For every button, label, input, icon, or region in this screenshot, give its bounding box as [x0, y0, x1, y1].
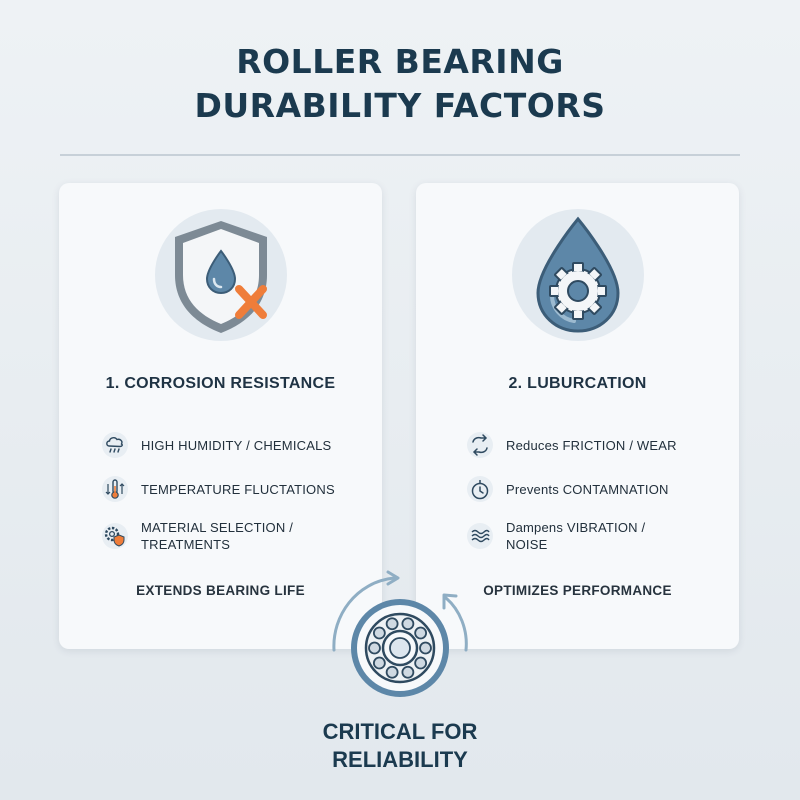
item-text: Prevents CONTAMNATION	[506, 481, 669, 497]
title-line-1: ROLLER BEARING	[236, 42, 564, 81]
factor-list: Reduces FRICTION / WEAR Prevents CONTAMN…	[466, 423, 719, 561]
bearing-ball	[401, 617, 415, 631]
bearing-ball	[419, 641, 432, 655]
cloud-rain-icon	[102, 432, 128, 458]
title-line-2: DURABILITY FACTORS	[194, 86, 606, 125]
item-text-line: Dampens VIBRATION /	[506, 520, 646, 535]
thermometer-icon	[102, 476, 128, 502]
bearing-ball	[401, 665, 415, 679]
item-text: MATERIAL SELECTION / TREATMENTS	[141, 519, 293, 553]
list-item: TEMPERATURE FLUCTATIONS	[101, 467, 362, 511]
corrosion-resistance-card: 1. CORROSION RESISTANCE HIGH HUMIDITY / …	[59, 183, 382, 649]
item-text: Dampens VIBRATION / NOISE	[506, 519, 645, 553]
item-text-line: NOISE	[506, 537, 548, 552]
item-text: Reduces FRICTION / WEAR	[506, 437, 677, 453]
list-item: Prevents CONTAMNATION	[466, 467, 719, 511]
list-item: HIGH HUMIDITY / CHEMICALS	[101, 423, 362, 467]
list-item: Reduces FRICTION / WEAR	[466, 423, 719, 467]
stopwatch-icon	[467, 476, 493, 502]
card-heading: 2. LUBURCATION	[508, 375, 647, 392]
bearing-ball	[385, 665, 399, 679]
card-footer: OPTIMIZES PERFORMANCE	[483, 583, 672, 598]
critical-label-line-1: CRITICAL FOR	[322, 719, 478, 744]
page-title: ROLLER BEARING DURABILITY FACTORS	[0, 40, 800, 128]
ball-bearing-icon	[332, 570, 468, 697]
gear-shield-icon	[102, 523, 128, 549]
critical-label-line-2: RELIABILITY	[332, 747, 468, 772]
card-heading: 1. CORROSION RESISTANCE	[105, 375, 336, 392]
critical-label: CRITICAL FOR RELIABILITY	[0, 718, 800, 774]
swap-arrows-icon	[467, 432, 493, 458]
item-text: HIGH HUMIDITY / CHEMICALS	[141, 437, 332, 453]
title-divider	[60, 154, 740, 156]
item-text: TEMPERATURE FLUCTATIONS	[141, 481, 335, 497]
bearing-ball	[414, 656, 428, 670]
bearing-ball	[414, 626, 428, 640]
item-text-line: TREATMENTS	[141, 537, 231, 552]
shield-water-drop-x-icon	[155, 209, 287, 341]
bearing-ball	[368, 641, 381, 655]
list-item: Dampens VIBRATION / NOISE	[466, 511, 719, 561]
bearing-ball	[385, 617, 399, 631]
card-footer: EXTENDS BEARING LIFE	[136, 583, 305, 598]
item-text-line: MATERIAL SELECTION /	[141, 520, 294, 535]
bearing-ball	[372, 656, 386, 670]
list-item: MATERIAL SELECTION / TREATMENTS	[101, 511, 362, 561]
wave-lines-icon	[467, 523, 493, 549]
lubrication-card: 2. LUBURCATION Reduces FRICTION / WEAR P…	[416, 183, 739, 649]
bearing-ball	[372, 626, 386, 640]
oil-drop-gear-icon	[512, 209, 644, 341]
factor-list: HIGH HUMIDITY / CHEMICALS TEMPERATURE FL…	[101, 423, 362, 561]
